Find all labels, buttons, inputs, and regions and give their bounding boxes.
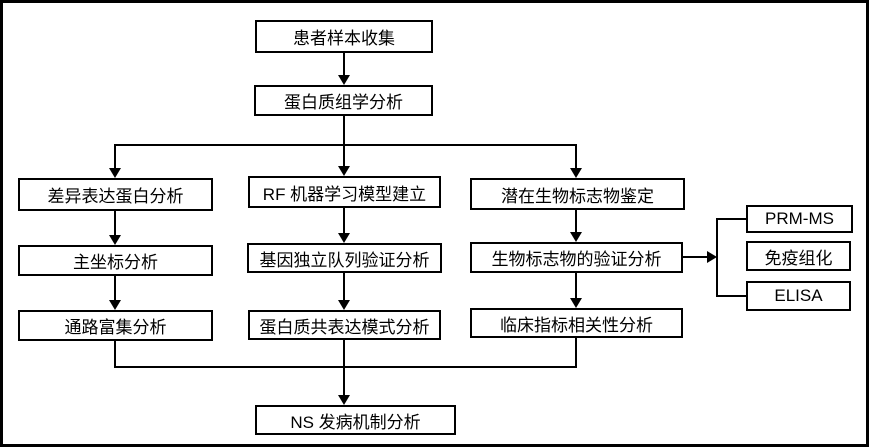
node-rf-machine-learning-model: RF 机器学习模型建立 bbox=[248, 176, 441, 208]
connector-merge-to-ns-arrowhead bbox=[338, 395, 350, 405]
connector-rf-to-cohort-line bbox=[343, 208, 345, 235]
connector-branch-middle-arrowhead bbox=[338, 166, 350, 176]
connector-bracket-to-elisa bbox=[716, 295, 746, 297]
connector-branch-bar bbox=[114, 144, 577, 146]
node-potential-biomarker-identification: 潜在生物标志物鉴定 bbox=[470, 178, 685, 210]
node-immunohistochemistry: 免疫组化 bbox=[746, 241, 851, 271]
node-biomarker-validation-analysis: 生物标志物的验证分析 bbox=[470, 242, 683, 273]
connector-cohort-to-coexpr-arrowhead bbox=[338, 300, 350, 310]
connector-pcoa-to-pathway-arrowhead bbox=[109, 300, 121, 310]
node-proteomics-analysis: 蛋白质组学分析 bbox=[254, 85, 433, 116]
connector-bioid-to-bioval-arrowhead bbox=[570, 232, 582, 242]
node-prm-ms: PRM-MS bbox=[746, 205, 853, 233]
connector-bioval-to-clinical-arrowhead bbox=[570, 298, 582, 308]
connector-branch-right-line bbox=[575, 144, 577, 170]
node-elisa: ELISA bbox=[746, 281, 851, 311]
connector-merge-to-ns-line bbox=[343, 340, 345, 397]
connector-bioid-to-bioval-line bbox=[575, 210, 577, 234]
node-protein-coexpression-analysis: 蛋白质共表达模式分析 bbox=[248, 310, 441, 340]
connector-branch-left-line bbox=[114, 144, 116, 170]
connector-dep-to-pcoa-arrowhead bbox=[109, 235, 121, 245]
connector-rf-to-cohort-arrowhead bbox=[338, 233, 350, 243]
node-pathway-enrichment-analysis: 通路富集分析 bbox=[18, 310, 213, 341]
node-patient-sample-collection: 患者样本收集 bbox=[255, 20, 433, 53]
node-independent-cohort-validation: 基因独立队列验证分析 bbox=[247, 243, 442, 273]
connector-clinical-down-line bbox=[575, 338, 577, 368]
node-differential-protein-analysis: 差异表达蛋白分析 bbox=[18, 178, 213, 211]
connector-proteomics-stem-line bbox=[343, 116, 345, 146]
node-ns-pathogenesis-analysis: NS 发病机制分析 bbox=[255, 405, 456, 435]
connector-patient-to-proteomics-line bbox=[343, 53, 345, 76]
connector-patient-to-proteomics-arrowhead bbox=[338, 75, 350, 85]
connector-dep-to-pcoa-line bbox=[114, 211, 116, 237]
node-principal-coordinate-analysis: 主坐标分析 bbox=[18, 245, 213, 276]
connector-bracket-to-prm-ms bbox=[716, 218, 746, 220]
connector-methods-bracket-vertical bbox=[716, 218, 718, 297]
connector-branch-left-arrowhead bbox=[109, 168, 121, 178]
connector-bioval-to-clinical-line bbox=[575, 273, 577, 300]
connector-bioval-to-methods-arrowhead bbox=[707, 251, 717, 263]
connector-bioval-to-methods-line bbox=[683, 256, 707, 258]
connector-pathway-down-line bbox=[114, 341, 116, 368]
node-clinical-indicator-correlation: 临床指标相关性分析 bbox=[470, 308, 683, 338]
connector-branch-right-arrowhead bbox=[570, 168, 582, 178]
connector-pcoa-to-pathway-line bbox=[114, 276, 116, 302]
connector-merge-bar bbox=[114, 366, 577, 368]
connector-cohort-to-coexpr-line bbox=[343, 273, 345, 302]
connector-branch-middle-line bbox=[343, 144, 345, 168]
